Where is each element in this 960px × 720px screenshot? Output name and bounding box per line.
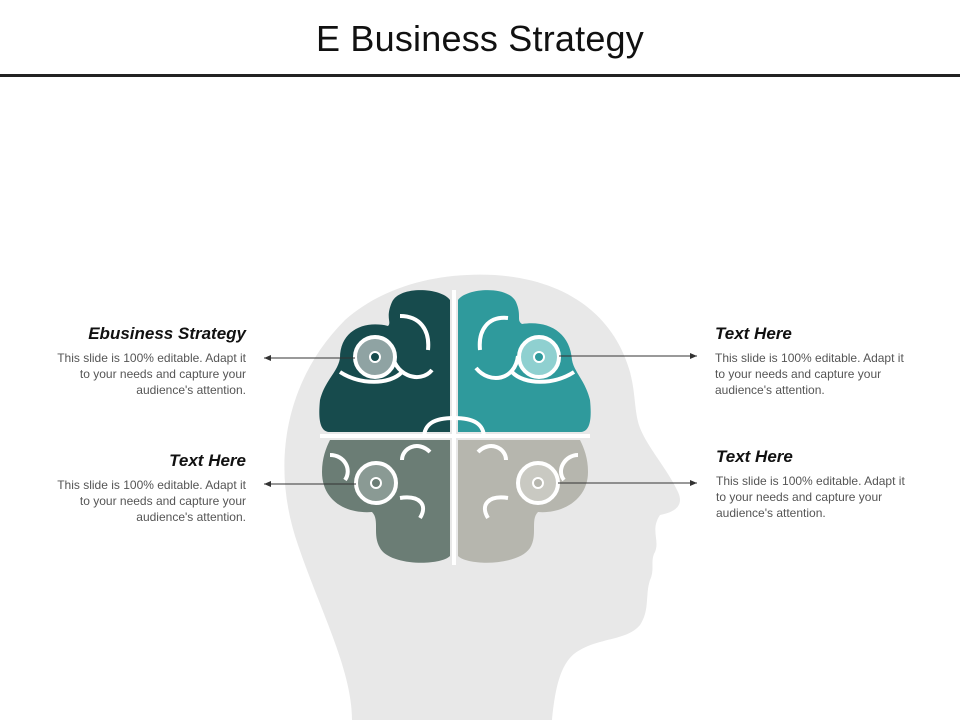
block-body: This slide is 100% editable. Adapt it to… [57, 351, 246, 397]
title-divider [0, 74, 960, 77]
block-heading: Text Here [169, 451, 246, 470]
curl-top-right [474, 315, 576, 384]
block-heading: Text Here [715, 324, 792, 343]
target-bottom-right-icon [516, 461, 560, 505]
text-block-bottom-right: Text Here This slide is 100% editable. A… [716, 447, 916, 521]
text-block-top-right: Text Here This slide is 100% editable. A… [715, 324, 915, 398]
curl-bottom-left [329, 444, 432, 520]
target-bottom-left-icon [354, 461, 398, 505]
text-block-bottom-left: Text Here This slide is 100% editable. A… [46, 451, 246, 525]
target-top-right-icon [517, 335, 561, 379]
block-body: This slide is 100% editable. Adapt it to… [716, 474, 905, 520]
slide-title: E Business Strategy [316, 18, 644, 59]
block-heading: Ebusiness Strategy [88, 324, 246, 343]
block-heading: Text Here [716, 447, 793, 466]
text-block-top-left: Ebusiness Strategy This slide is 100% ed… [46, 324, 246, 398]
target-top-left-icon [353, 335, 397, 379]
block-body: This slide is 100% editable. Adapt it to… [57, 478, 246, 524]
block-body: This slide is 100% editable. Adapt it to… [715, 351, 904, 397]
curl-bottom-right [476, 444, 579, 520]
